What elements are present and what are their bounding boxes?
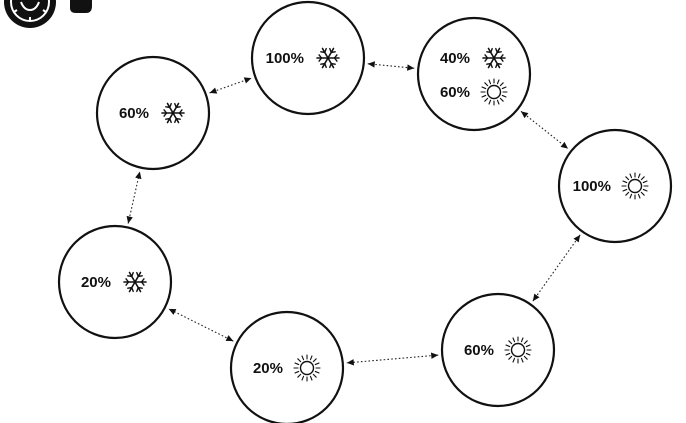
cycle-link-arrow	[346, 352, 439, 366]
stage-circle	[57, 224, 173, 340]
stage-node: 60%	[95, 55, 211, 171]
snowflake-icon	[123, 271, 147, 293]
mark-icon	[70, 0, 92, 13]
snowflake-icon	[482, 47, 506, 69]
stage-percent: 60%	[440, 84, 470, 101]
stage-circle	[250, 0, 366, 116]
stage-node: 100%	[557, 128, 673, 244]
stage-circle	[229, 310, 345, 423]
cycle-links	[126, 61, 581, 366]
stage-percent: 40%	[440, 50, 470, 67]
stage-percent: 20%	[253, 360, 283, 377]
stage-percent: 100%	[266, 50, 304, 67]
cycle-link-arrow	[209, 77, 252, 94]
stage-node: 100%	[250, 0, 366, 116]
sun-icon	[621, 172, 649, 200]
stage-percent: 60%	[464, 342, 494, 359]
stage-percent: 100%	[573, 178, 611, 195]
stage-circle	[95, 55, 211, 171]
sun-icon	[293, 354, 321, 382]
stage-percent: 20%	[81, 274, 111, 291]
cycle-link-arrow	[367, 61, 415, 71]
cycle-link-arrow	[168, 308, 234, 342]
sun-icon	[480, 78, 508, 106]
snowflake-icon	[316, 47, 340, 69]
cycle-link-arrow	[126, 171, 142, 224]
stage-node: 40% 60%	[416, 16, 532, 132]
stage-circle	[416, 16, 532, 132]
stage-node: 20%	[57, 224, 173, 340]
stage-circle	[440, 292, 556, 408]
cycle-link-arrow	[532, 234, 581, 302]
dial-icon	[4, 0, 56, 28]
stage-percent: 60%	[119, 105, 149, 122]
snowflake-icon	[161, 102, 185, 124]
stage-node: 60%	[440, 292, 556, 408]
cycle-link-arrow	[520, 110, 569, 150]
sun-icon	[504, 336, 532, 364]
stage-circle	[557, 128, 673, 244]
cycle-nodes: 100% 40% 60% 100% 60% 20% 20% 60%	[57, 0, 673, 423]
stage-node: 20%	[229, 310, 345, 423]
